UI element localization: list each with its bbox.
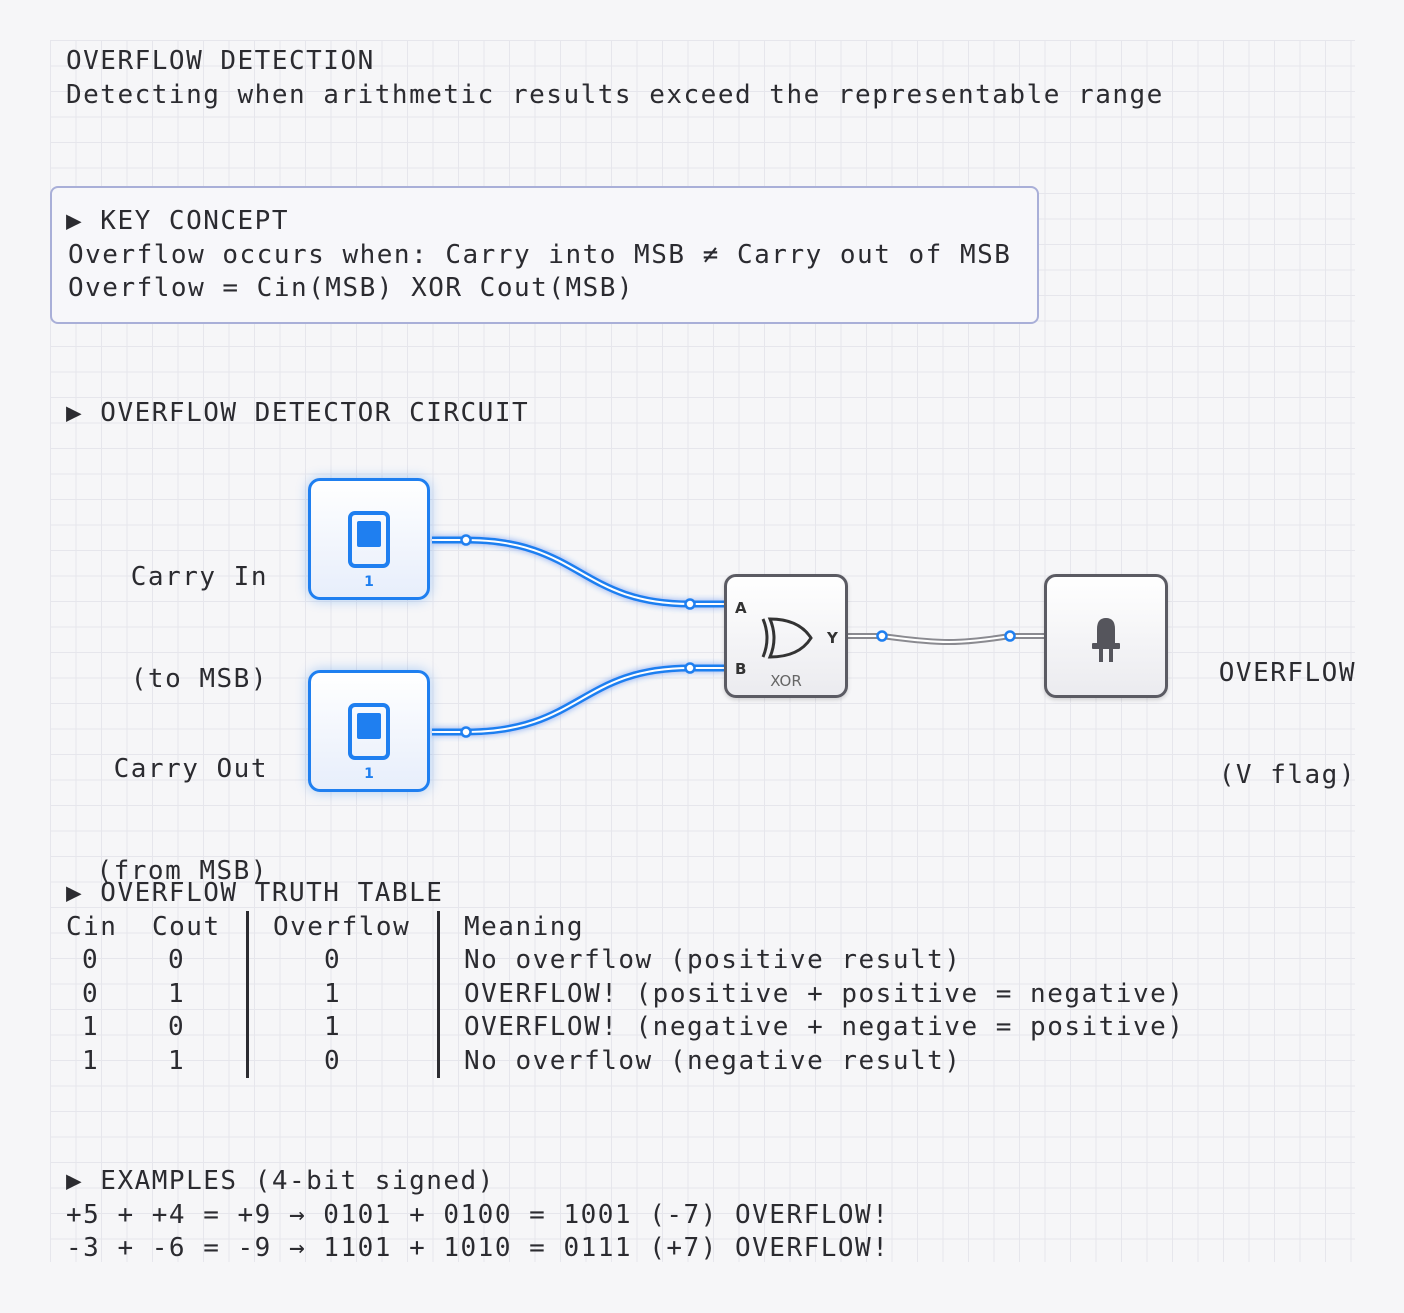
table-cell-overflow: 1 xyxy=(324,1012,342,1042)
wire-output xyxy=(848,633,1044,645)
circuit-heading: ▶ OVERFLOW DETECTOR CIRCUIT xyxy=(66,398,530,428)
wire-node[interactable] xyxy=(460,534,472,546)
carry-out-switch[interactable]: 1 xyxy=(308,670,430,792)
table-cell-cin: 1 xyxy=(82,1012,100,1042)
table-cell-cin: 0 xyxy=(82,945,100,975)
truth-table-header-meaning: Meaning xyxy=(464,912,585,942)
overflow-led xyxy=(1044,574,1168,698)
key-concept-box xyxy=(50,186,1039,324)
toggle-switch-icon xyxy=(348,703,390,760)
truth-table-header-cin: Cin xyxy=(66,912,118,942)
wire-node[interactable] xyxy=(1004,630,1016,642)
carry-in-label: Carry In (to MSB) xyxy=(100,492,268,730)
toggle-switch-icon xyxy=(348,511,390,568)
table-cell-overflow: 0 xyxy=(324,1046,342,1076)
wire-node[interactable] xyxy=(460,726,472,738)
table-cell-overflow: 1 xyxy=(324,979,342,1009)
overflow-output-label: OVERFLOW (V flag) xyxy=(1206,588,1356,826)
gate-pin-b: B xyxy=(735,660,747,678)
table-cell-cin: 1 xyxy=(82,1046,100,1076)
table-cell-meaning: OVERFLOW! (positive + positive = negativ… xyxy=(464,979,1185,1009)
example-line-1: +5 + +4 = +9 → 0101 + 0100 = 1001 (-7) O… xyxy=(66,1200,890,1230)
led-bulb-icon xyxy=(1092,618,1120,662)
output-label-line-2: (V flag) xyxy=(1218,760,1356,790)
key-concept-line-2: Overflow = Cin(MSB) XOR Cout(MSB) xyxy=(68,273,635,303)
wire-node[interactable] xyxy=(876,630,888,642)
table-cell-cout: 0 xyxy=(168,1012,186,1042)
carry-out-switch-value: 1 xyxy=(364,766,374,782)
table-cell-cout: 0 xyxy=(168,945,186,975)
wire-node[interactable] xyxy=(684,598,696,610)
truth-table-header-cout: Cout xyxy=(152,912,221,942)
table-cell-cout: 1 xyxy=(168,979,186,1009)
carry-in-switch-value: 1 xyxy=(364,574,374,590)
key-concept-line-1: Overflow occurs when: Carry into MSB ≠ C… xyxy=(68,240,1012,270)
xor-gate[interactable]: A B Y XOR xyxy=(724,574,848,698)
gate-type-label: XOR xyxy=(770,672,802,690)
carry-in-label-line-1: Carry In xyxy=(130,562,268,592)
wire-carry-in xyxy=(432,536,724,608)
xor-symbol-icon xyxy=(761,617,813,659)
example-line-2: -3 + -6 = -9 → 1101 + 1010 = 0111 (+7) O… xyxy=(66,1233,890,1263)
carry-in-label-line-2: (to MSB) xyxy=(130,664,268,694)
page-subtitle: Detecting when arithmetic results exceed… xyxy=(66,80,1164,110)
table-cell-meaning: No overflow (negative result) xyxy=(464,1046,962,1076)
wire-carry-out xyxy=(432,664,724,736)
wire-node[interactable] xyxy=(684,662,696,674)
carry-out-label-line-1: Carry Out xyxy=(113,754,268,784)
table-divider xyxy=(246,911,249,1078)
table-cell-overflow: 0 xyxy=(324,945,342,975)
gate-pin-a: A xyxy=(735,599,747,617)
table-divider xyxy=(437,911,440,1078)
table-cell-meaning: OVERFLOW! (negative + negative = positiv… xyxy=(464,1012,1185,1042)
table-cell-cout: 1 xyxy=(168,1046,186,1076)
carry-in-switch[interactable]: 1 xyxy=(308,478,430,600)
truth-table-header-overflow: Overflow xyxy=(273,912,411,942)
table-cell-cin: 0 xyxy=(82,979,100,1009)
page-title: OVERFLOW DETECTION xyxy=(66,46,375,76)
carry-out-label: Carry Out (from MSB) xyxy=(70,684,268,922)
truth-table-heading: ▶ OVERFLOW TRUTH TABLE xyxy=(66,878,444,908)
output-label-line-1: OVERFLOW xyxy=(1218,658,1356,688)
examples-heading: ▶ EXAMPLES (4-bit signed) xyxy=(66,1166,495,1196)
gate-pin-y: Y xyxy=(827,629,838,647)
table-cell-meaning: No overflow (positive result) xyxy=(464,945,962,975)
carry-out-label-line-2: (from MSB) xyxy=(96,856,268,886)
key-concept-heading: ▶ KEY CONCEPT xyxy=(66,206,289,236)
